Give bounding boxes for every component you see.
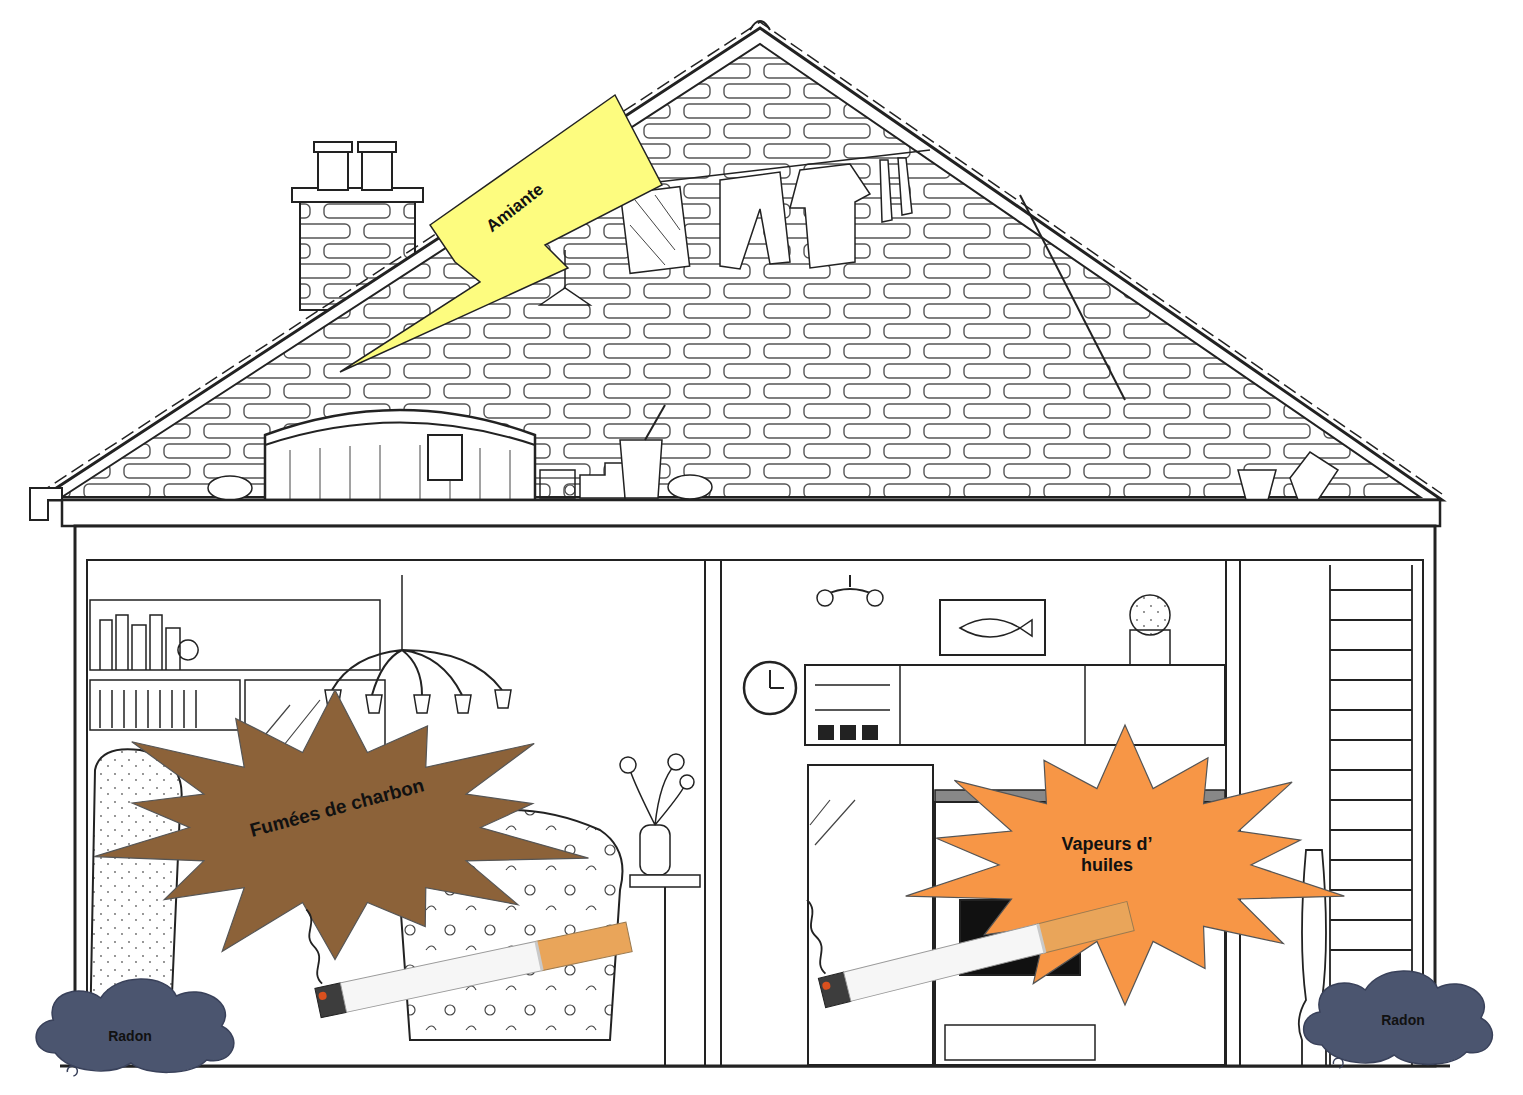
chimney-pot-rim <box>358 142 396 152</box>
hanging-trousers <box>720 172 790 269</box>
chandelier-arms <box>332 650 502 695</box>
cloud-curl <box>1333 1058 1343 1068</box>
chest <box>265 410 535 500</box>
hazard-burst: Fumées de charbon <box>75 690 595 965</box>
book-spines <box>100 690 196 728</box>
hazard-burst: Vapeurs d’ huiles <box>900 725 1350 1005</box>
shelf-books <box>90 680 240 730</box>
wall-clock <box>744 662 796 714</box>
flower-pot <box>1290 452 1338 500</box>
wall-cabinets <box>805 665 1225 745</box>
partition <box>705 560 721 1066</box>
fish-picture <box>940 600 1045 655</box>
rolled-carpet <box>668 475 712 499</box>
radon-cloud: Radon <box>25 968 247 1083</box>
outer-wall <box>75 526 1435 1066</box>
chimney-pot <box>318 150 348 190</box>
roof-finial <box>750 21 770 30</box>
attic-floor <box>62 500 1440 526</box>
starburst <box>94 690 588 960</box>
flower-pot <box>1238 470 1276 500</box>
spot-light <box>867 590 883 606</box>
flower <box>668 754 684 770</box>
cloth-check <box>630 195 680 265</box>
hazard-label: Radon <box>108 1028 152 1044</box>
hazard-label: Vapeurs d’ huiles <box>1057 834 1157 875</box>
hanging-socks <box>880 158 912 222</box>
cigarette-ash <box>315 983 347 1018</box>
flowers <box>630 765 685 825</box>
shape-outline <box>330 90 670 380</box>
ceiling-spots <box>825 575 875 595</box>
table-leg <box>664 887 666 1066</box>
vase <box>640 825 670 875</box>
roof-outline <box>38 28 1442 500</box>
radon-cloud: Radon <box>1293 960 1505 1075</box>
side-table <box>630 875 700 887</box>
chimney-pot-rim <box>314 142 352 152</box>
plant <box>1130 595 1170 635</box>
attic-lamp <box>540 288 590 305</box>
spot-light <box>817 590 833 606</box>
hazard-label: Radon <box>1381 1012 1425 1028</box>
ground-line <box>60 1065 1450 1068</box>
ember <box>318 991 327 1000</box>
lamp-cord <box>401 575 403 650</box>
shape-outline <box>25 968 247 1083</box>
flower <box>620 757 636 773</box>
hazard-bolt: Amiante <box>330 90 670 380</box>
cigarette-ash <box>818 972 850 1007</box>
chest-planks <box>290 445 510 500</box>
clock-hands <box>770 670 784 688</box>
attic-box <box>540 470 575 498</box>
cloud <box>1304 971 1493 1064</box>
spice-jars <box>818 725 878 740</box>
smoke <box>804 899 828 974</box>
fish <box>960 619 1032 637</box>
paint-boxes <box>580 463 625 498</box>
chest-lock <box>428 435 462 480</box>
ember <box>822 981 832 991</box>
cigarette-paper <box>844 924 1045 1001</box>
drawer <box>945 1025 1095 1060</box>
starburst <box>906 725 1345 1005</box>
fridge <box>808 765 933 1065</box>
books <box>100 615 198 670</box>
fridge-shine <box>810 800 855 845</box>
chimney-pot <box>362 150 392 190</box>
flower <box>680 775 694 789</box>
inner-wall <box>87 560 1423 1066</box>
cloud <box>36 979 234 1072</box>
cabinet-doors <box>815 665 1085 745</box>
roof-tiles <box>38 22 1442 494</box>
hanging-shirt <box>790 164 870 268</box>
cloud-curl <box>67 1066 77 1076</box>
lightning-bolt <box>340 95 662 372</box>
bookshelf <box>90 600 380 670</box>
paint-brush <box>645 405 665 440</box>
roof-beam <box>1020 195 1125 400</box>
paint-can <box>620 440 662 498</box>
cigarette-filter <box>536 922 632 970</box>
gutter <box>30 488 62 520</box>
chandelier-bulbs <box>325 690 511 713</box>
rolled-carpet <box>208 476 252 500</box>
filter-band <box>536 941 542 970</box>
chimney-cap <box>292 188 423 202</box>
shape-outline <box>75 690 595 965</box>
cigarette-paper <box>340 941 542 1012</box>
chest-lid <box>265 423 535 446</box>
attic-wall <box>62 44 1420 497</box>
